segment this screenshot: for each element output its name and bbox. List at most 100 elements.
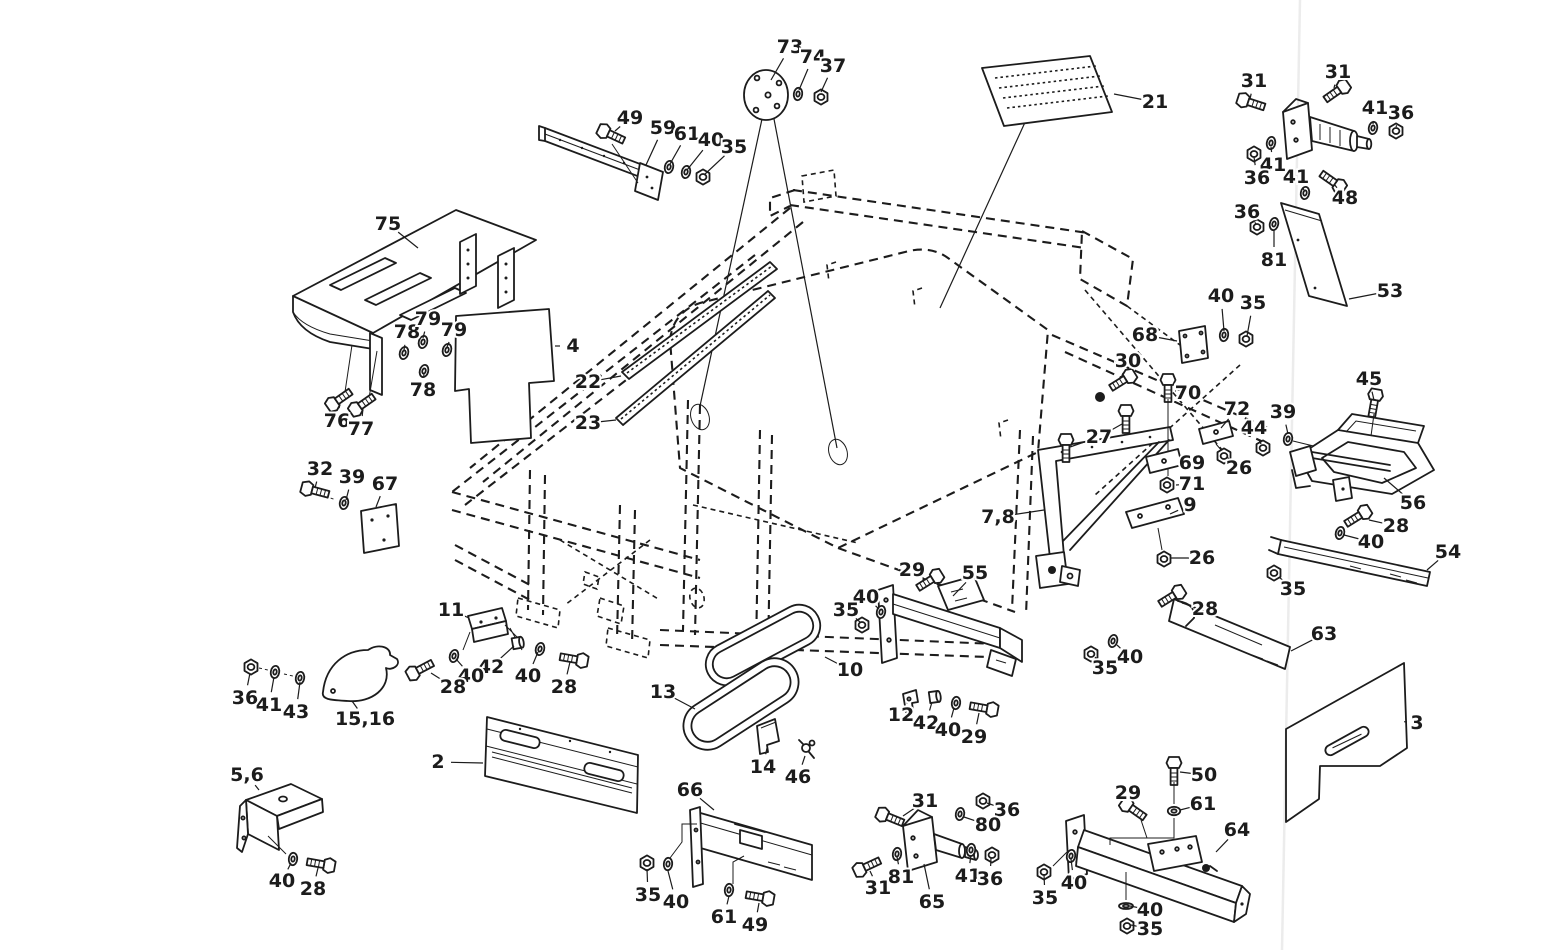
- callout-15,16: 15,16: [333, 700, 397, 732]
- callout-35: 35: [1030, 873, 1060, 911]
- panel-3-handle: [1324, 725, 1370, 757]
- part-number-label: 76: [324, 410, 350, 432]
- leader-line: [726, 895, 730, 905]
- leader-line: [669, 145, 682, 165]
- part-number-label: 40: [698, 129, 724, 151]
- leader-line: [986, 802, 995, 807]
- callout-30: 30: [1113, 348, 1143, 379]
- leader-line: [287, 862, 292, 870]
- leader-line: [923, 863, 930, 890]
- leader-line: [976, 712, 980, 725]
- part-number-label: 22: [575, 371, 601, 393]
- part-number-label: 28: [440, 676, 466, 698]
- leader-line: [1010, 509, 1045, 516]
- washer-40: [662, 856, 674, 872]
- part-number-label: 7,8: [981, 506, 1015, 528]
- leader-line: [952, 581, 967, 597]
- nut-35: [639, 854, 655, 872]
- bolt-49: [743, 886, 776, 908]
- callout-48: 48: [1330, 183, 1360, 211]
- part-number-label: 15,16: [335, 708, 395, 730]
- leader-line: [1157, 336, 1178, 342]
- leader-line: [703, 155, 725, 176]
- part-5-6-bracket-assembly: [236, 783, 337, 875]
- washer-40: [1333, 525, 1347, 541]
- part-number-label: 45: [1356, 368, 1382, 390]
- part-number-label: 40: [269, 870, 295, 892]
- part-number-label: 36: [1244, 167, 1270, 189]
- part-64-beam-assembly: [1036, 756, 1251, 935]
- callout-40: 40: [933, 707, 963, 743]
- callout-10: 10: [824, 656, 865, 683]
- part-number-label: 75: [375, 213, 401, 235]
- leader-line: [600, 375, 622, 381]
- part-63-bar-assembly: [1083, 581, 1291, 670]
- callout-63: 63: [1290, 621, 1339, 652]
- part-number-label: 40: [515, 665, 541, 687]
- leader-line: [674, 697, 696, 710]
- leader-line: [902, 807, 915, 817]
- leader-line: [950, 707, 955, 718]
- leader-line: [1179, 806, 1191, 811]
- leader-line: [667, 870, 674, 890]
- leader-line: [422, 331, 426, 339]
- part-56-seat-frame: [1289, 387, 1435, 502]
- part-number-label: 49: [742, 914, 768, 936]
- part-number-label: 29: [1115, 782, 1141, 804]
- part-number-label: 40: [1208, 285, 1234, 307]
- part-number-label: 39: [1270, 401, 1296, 423]
- leader-line: [351, 700, 358, 709]
- callout-45: 45: [1354, 366, 1384, 401]
- part-number-label: 28: [1192, 598, 1218, 620]
- part-number-label: 37: [820, 55, 846, 77]
- part-number-label: 36: [977, 868, 1003, 890]
- part-number-label: 63: [1311, 623, 1337, 645]
- part-number-label: 54: [1435, 541, 1461, 563]
- page-fold-line: [1280, 0, 1302, 950]
- leader-line: [1371, 391, 1375, 401]
- leader-line: [1290, 639, 1313, 652]
- leader-line: [1258, 439, 1262, 445]
- callout-12: 12: [886, 702, 916, 728]
- part-number-label: 3: [1410, 712, 1423, 734]
- callout-39: 39: [1268, 399, 1298, 435]
- leader-line: [1383, 477, 1404, 495]
- callout-59: 59: [645, 115, 678, 166]
- callout-23: 23: [573, 410, 617, 436]
- callout-35: 35: [633, 868, 663, 908]
- callout-36: 36: [1242, 156, 1272, 191]
- part-23-grip-strip: [615, 290, 776, 426]
- callout-36: 36: [1232, 199, 1262, 225]
- callout-36: 36: [975, 857, 1005, 892]
- part-number-label: 35: [1032, 887, 1058, 909]
- callout-35: 35: [1238, 290, 1268, 337]
- leader-line: [801, 755, 806, 765]
- leader-line: [699, 797, 715, 811]
- callout-56: 56: [1383, 477, 1428, 516]
- nut-35: [1266, 564, 1282, 582]
- washer-61: [723, 882, 735, 898]
- callout-69: 69: [1177, 450, 1207, 476]
- bolt-29: [967, 697, 1000, 719]
- callout-41: 41: [1360, 95, 1390, 125]
- leader-line: [922, 577, 927, 581]
- washer-79: [440, 342, 454, 358]
- callout-43: 43: [281, 681, 311, 725]
- leader-line: [314, 481, 318, 489]
- callout-40: 40: [267, 862, 297, 894]
- part-number-label: 68: [1132, 324, 1158, 346]
- part-number-label: 14: [750, 756, 776, 778]
- leader-line: [1130, 924, 1138, 927]
- part-21-serial-plate: [981, 55, 1113, 127]
- part-number-label: 78: [394, 321, 420, 343]
- callout-42: 42: [911, 701, 941, 736]
- callout-28: 28: [1368, 513, 1411, 539]
- leader-line: [1179, 771, 1192, 774]
- callout-35: 35: [831, 597, 861, 623]
- part-number-label: 28: [300, 878, 326, 900]
- callout-29: 29: [1113, 780, 1143, 807]
- part-number-label: 31: [1325, 61, 1351, 83]
- washer-40: [950, 695, 962, 711]
- part-number-label: 49: [617, 107, 643, 129]
- spacer-42: [927, 689, 943, 704]
